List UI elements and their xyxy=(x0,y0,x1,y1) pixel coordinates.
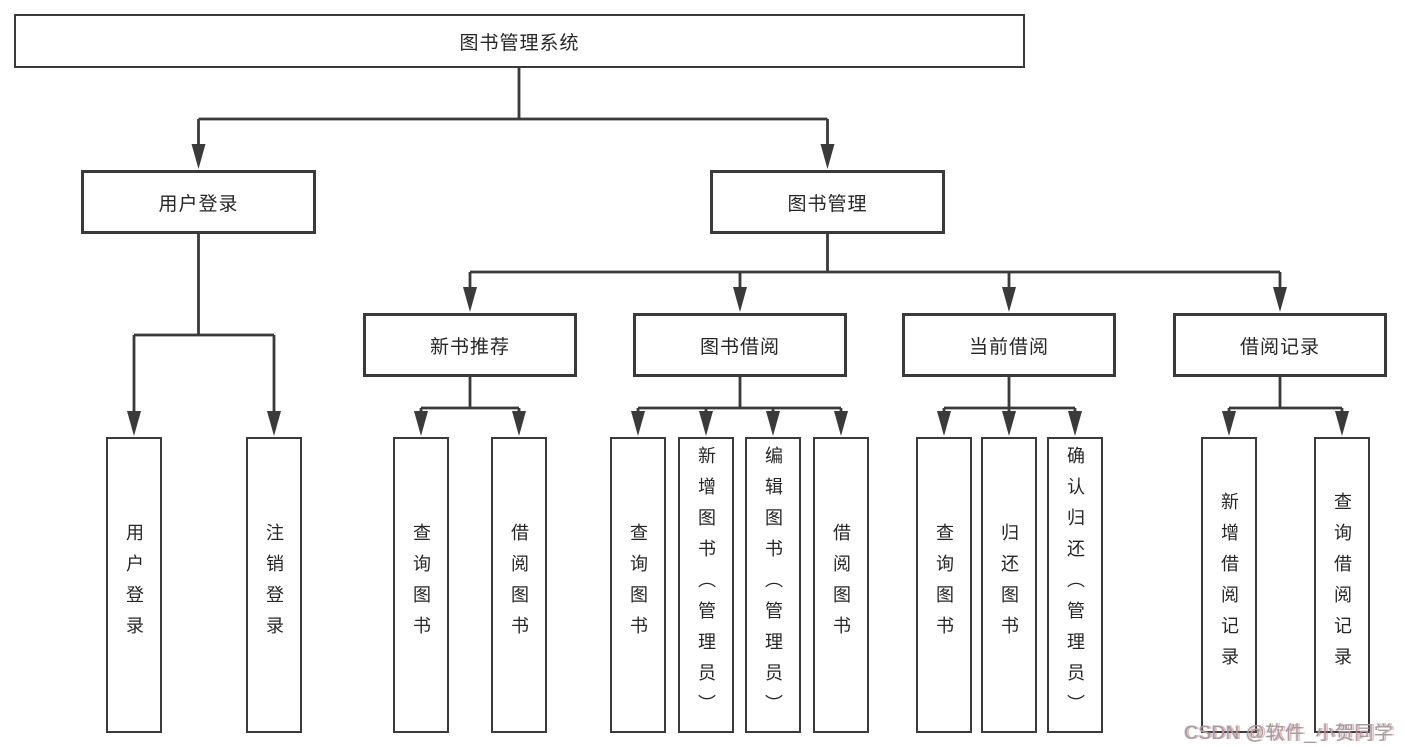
arrow-down-icon xyxy=(834,411,848,436)
arrow-down-icon xyxy=(733,287,747,312)
arrow-down-icon xyxy=(1068,411,1082,436)
leaf-label: 用户登录 xyxy=(124,523,144,647)
connector-book-mgmt-to-level3 xyxy=(468,234,1282,292)
leaf-query-books-current: 查询图书 xyxy=(916,437,972,733)
node-label: 借阅记录 xyxy=(1239,336,1320,358)
node-user-login: 用户登录 xyxy=(81,170,316,234)
connector-user-login-branch xyxy=(132,234,276,416)
arrow-down-icon xyxy=(127,411,141,436)
node-current-borrow: 当前借阅 xyxy=(902,313,1116,377)
leaf-logout: 注销登录 xyxy=(246,437,302,733)
leaf-label: 编辑图书（管理员） xyxy=(763,445,783,725)
leaf-confirm-return-admin: 确认归还（管理员） xyxy=(1047,437,1103,733)
leaf-label: 查询图书 xyxy=(411,523,431,647)
leaf-label: 新增借阅记录 xyxy=(1219,492,1239,678)
arrow-down-icon xyxy=(937,411,951,436)
arrow-down-icon xyxy=(1335,411,1349,436)
leaf-borrow-books-recommend: 借阅图书 xyxy=(491,437,547,733)
node-label: 当前借阅 xyxy=(968,336,1049,358)
leaf-label: 查询图书 xyxy=(934,523,954,647)
arrow-down-icon xyxy=(766,411,780,436)
leaf-label: 归还图书 xyxy=(999,523,1019,647)
leaf-label: 借阅图书 xyxy=(831,523,851,647)
arrow-down-icon xyxy=(267,411,281,436)
arrow-down-icon xyxy=(414,411,428,436)
node-book-management: 图书管理 xyxy=(710,170,945,234)
leaf-user-login: 用户登录 xyxy=(106,437,162,733)
leaf-query-books-borrow: 查询图书 xyxy=(610,437,666,733)
connector-current-borrow-branch xyxy=(942,377,1077,416)
arrow-down-icon xyxy=(699,411,713,436)
leaf-label: 确认归还（管理员） xyxy=(1065,445,1085,725)
node-label: 新书推荐 xyxy=(429,336,510,358)
arrow-down-icon xyxy=(1222,411,1236,436)
node-label: 图书借阅 xyxy=(699,336,780,358)
leaf-query-borrow-record: 查询借阅记录 xyxy=(1314,437,1370,733)
node-borrow-record: 借阅记录 xyxy=(1173,313,1387,377)
arrow-down-icon xyxy=(1002,411,1016,436)
arrow-down-icon xyxy=(463,287,477,312)
leaf-label: 查询图书 xyxy=(628,523,648,647)
leaf-edit-book-admin: 编辑图书（管理员） xyxy=(745,437,801,733)
leaf-borrow-books: 借阅图书 xyxy=(813,437,869,733)
connector-borrow-record-branch xyxy=(1227,377,1344,416)
node-label: 图书管理系统 xyxy=(459,32,580,54)
connector-root-to-level2 xyxy=(197,68,829,150)
leaf-label: 注销登录 xyxy=(264,523,284,647)
leaf-label: 查询借阅记录 xyxy=(1332,492,1352,678)
watermark: CSDN @软件_小贺同学 xyxy=(1184,723,1394,744)
arrow-down-icon xyxy=(1002,287,1016,312)
node-new-book-recommend: 新书推荐 xyxy=(363,313,577,377)
leaf-return-book: 归还图书 xyxy=(981,437,1037,733)
arrow-down-icon xyxy=(191,144,206,169)
node-label: 图书管理 xyxy=(787,193,868,215)
node-book-borrow: 图书借阅 xyxy=(633,313,847,377)
arrow-down-icon xyxy=(631,411,645,436)
connector-new-book-branch xyxy=(419,377,521,416)
leaf-add-book-admin: 新增图书（管理员） xyxy=(678,437,734,733)
node-label: 用户登录 xyxy=(158,193,239,215)
arrow-down-icon xyxy=(820,144,835,169)
connector-book-borrow-branch xyxy=(636,377,843,416)
leaf-add-borrow-record: 新增借阅记录 xyxy=(1201,437,1257,733)
leaf-label: 新增图书（管理员） xyxy=(696,445,716,725)
arrow-down-icon xyxy=(512,411,526,436)
arrow-down-icon xyxy=(1273,287,1287,312)
leaf-query-books-recommend: 查询图书 xyxy=(393,437,449,733)
leaf-label: 借阅图书 xyxy=(509,523,529,647)
node-library-management-system: 图书管理系统 xyxy=(14,14,1025,68)
